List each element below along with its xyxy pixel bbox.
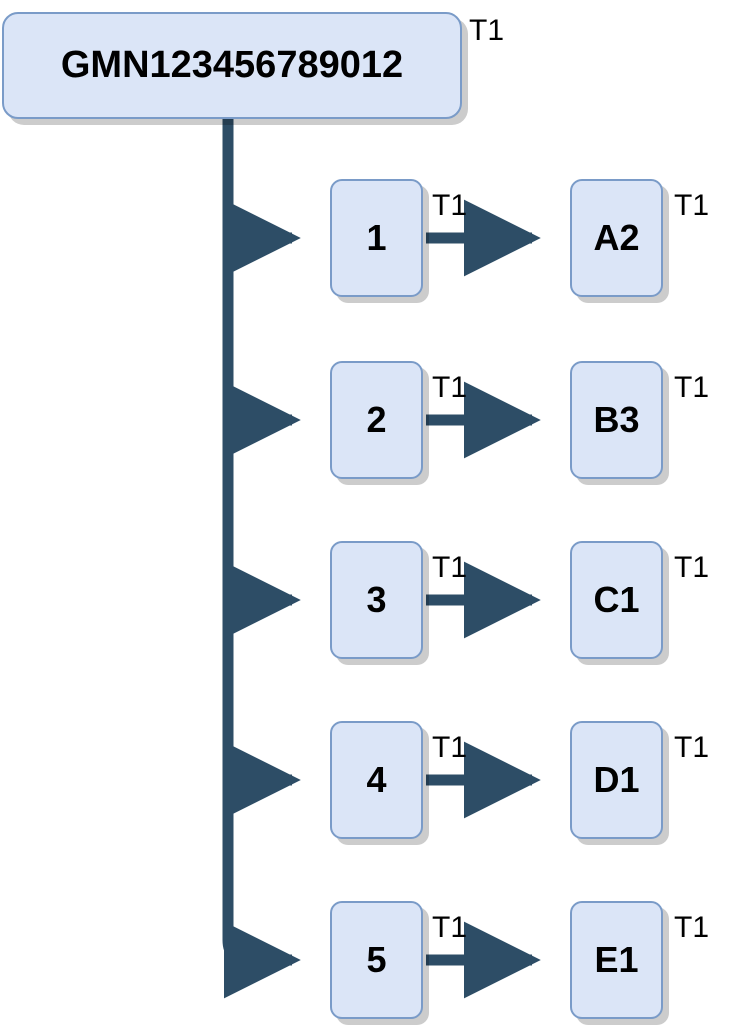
node-mid-2[interactable]: 2 — [330, 361, 423, 479]
node-mid-4[interactable]: 4 — [330, 721, 423, 839]
node-leaf-3[interactable]: C1 — [570, 541, 663, 659]
tag-leaf-2: T1 — [674, 371, 710, 404]
branch-connector-1 — [222, 199, 301, 277]
tag-mid-4: T1 — [432, 731, 468, 764]
branch-connector-3 — [222, 561, 301, 639]
tag-leaf-5: T1 — [674, 911, 710, 944]
node-leaf-2[interactable]: B3 — [570, 361, 663, 479]
tag-leaf-1: T1 — [674, 189, 710, 222]
tag-mid-3: T1 — [432, 551, 468, 584]
trunk-connector — [222, 118, 301, 999]
tag-mid-2: T1 — [432, 371, 468, 404]
branch-connector-2 — [222, 381, 301, 459]
tag-root: T1 — [469, 14, 505, 47]
tag-leaf-3: T1 — [674, 551, 710, 584]
node-leaf-5[interactable]: E1 — [570, 901, 663, 1019]
branch-connector-4 — [222, 741, 301, 819]
node-leaf-1[interactable]: A2 — [570, 179, 663, 297]
tag-mid-5: T1 — [432, 911, 468, 944]
tag-mid-1: T1 — [432, 189, 468, 222]
node-root[interactable]: GMN123456789012 — [2, 12, 462, 119]
node-mid-3[interactable]: 3 — [330, 541, 423, 659]
tag-leaf-4: T1 — [674, 731, 710, 764]
node-leaf-4[interactable]: D1 — [570, 721, 663, 839]
node-mid-1[interactable]: 1 — [330, 179, 423, 297]
node-mid-5[interactable]: 5 — [330, 901, 423, 1019]
